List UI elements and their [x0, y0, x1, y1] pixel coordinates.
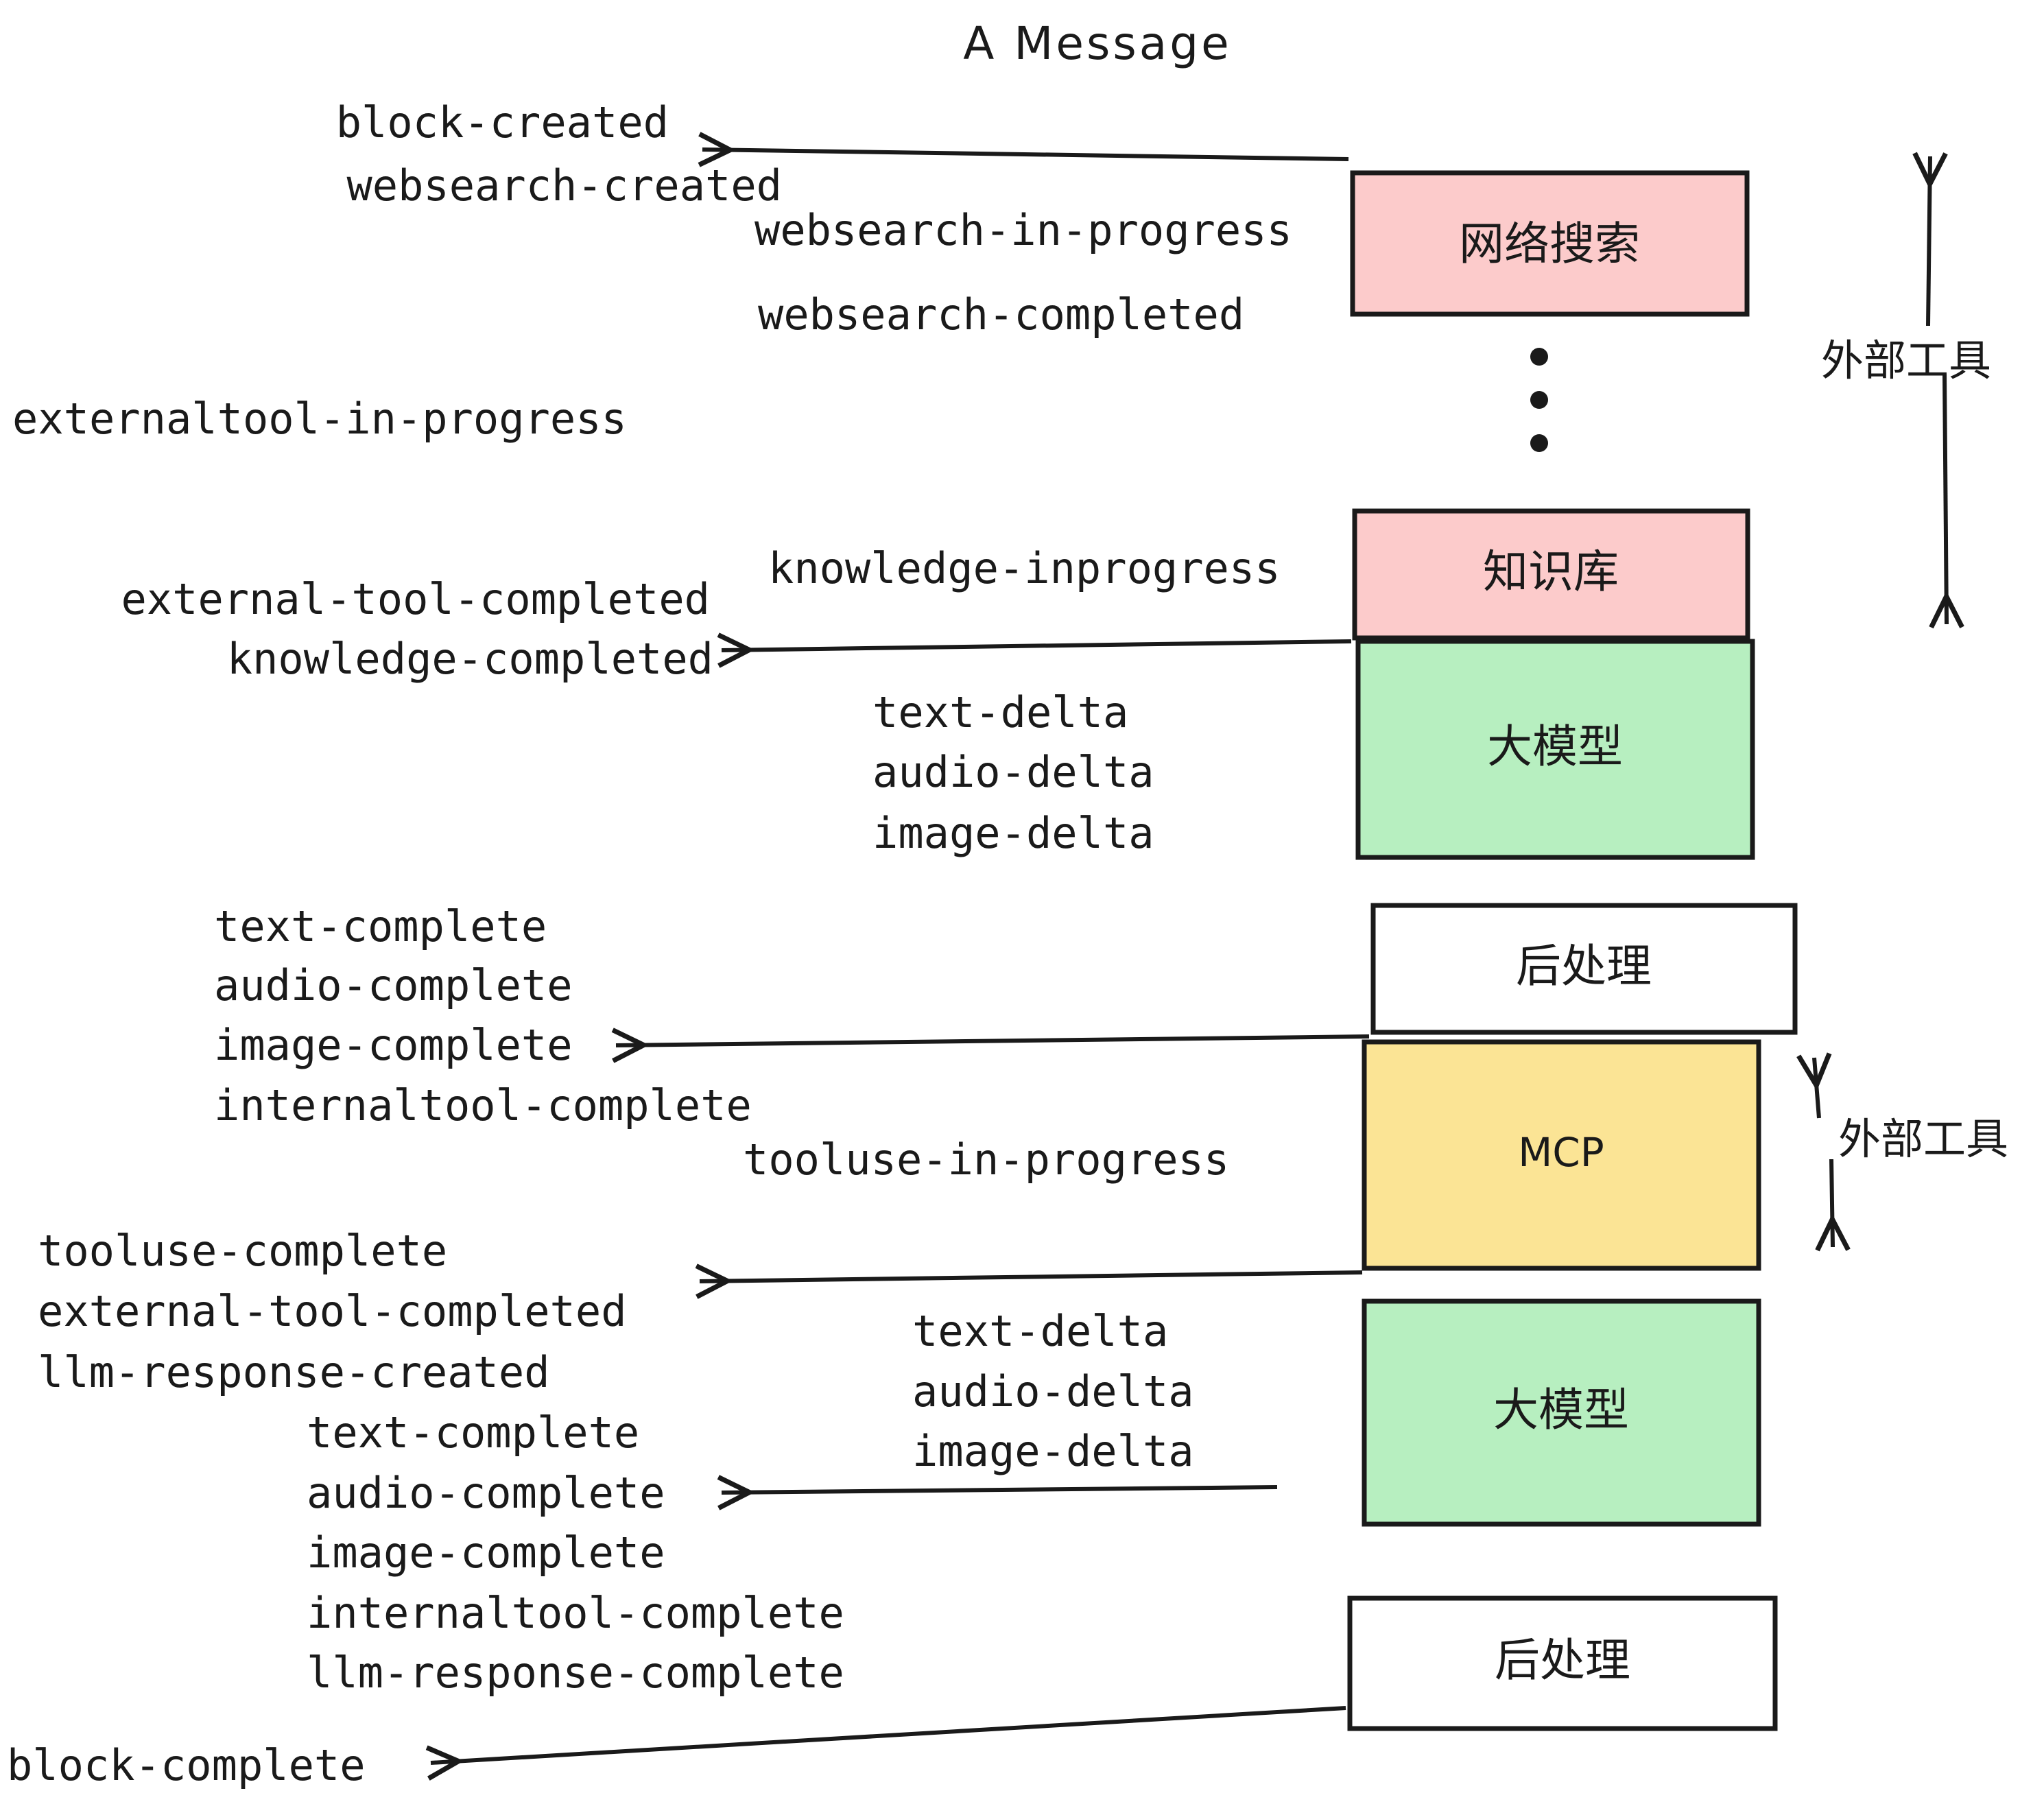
ellipsis-dot: [1530, 348, 1548, 366]
arrow-postprocess1-to-image-complete: [616, 1036, 1370, 1045]
arrow-websearch-to-created: [702, 150, 1349, 159]
event-label: tooluse-complete: [38, 1226, 447, 1276]
event-label: audio-complete: [307, 1468, 665, 1518]
external-tools-up-arrow-bottom: [1814, 1058, 1819, 1119]
event-label: knowledge-inprogress: [768, 543, 1281, 593]
node-label-mcp: MCP: [1518, 1129, 1604, 1176]
event-label: externaltool-in-progress: [12, 394, 627, 444]
event-label: text-delta: [872, 687, 1128, 737]
arrow-llm2-to-audio-complete: [722, 1487, 1278, 1493]
external-tools-up-arrow-top: [1928, 156, 1930, 327]
event-label: websearch-created: [346, 161, 782, 211]
event-label: internaltool-complete: [307, 1588, 844, 1638]
node-label-postprocess-2: 后处理: [1495, 1634, 1630, 1687]
ellipsis-dot: [1530, 434, 1548, 452]
event-label: websearch-completed: [758, 289, 1244, 340]
node-box-llm-2[interactable]: [1362, 1298, 1761, 1527]
event-label: llm-response-created: [38, 1347, 550, 1397]
node-label-llm-1: 大模型: [1487, 720, 1623, 773]
node-box-postprocess-1[interactable]: [1370, 903, 1798, 1035]
event-label: llm-response-complete: [307, 1648, 844, 1698]
node-label-web-search: 网络搜索: [1459, 217, 1640, 270]
node-label-llm-2: 大模型: [1493, 1384, 1629, 1436]
node-box-llm-1[interactable]: [1355, 639, 1755, 860]
node-label-postprocess-1: 后处理: [1516, 940, 1652, 993]
event-label: image-delta: [872, 808, 1154, 858]
arrow-mcp-to-tooluse-complete: [700, 1272, 1363, 1281]
event-label: external-tool-completed: [121, 574, 710, 624]
event-label: audio-delta: [912, 1366, 1194, 1416]
event-label: knowledge-completed: [227, 634, 713, 684]
node-label-knowledge-base: 知识库: [1483, 545, 1619, 598]
event-label: audio-delta: [872, 747, 1154, 797]
node-box-knowledge-base[interactable]: [1352, 508, 1750, 641]
side-label-external-tools-top: 外部工具: [1821, 335, 1991, 385]
external-tools-down-arrow-top: [1945, 373, 1947, 624]
event-label: external-tool-completed: [38, 1286, 627, 1336]
event-label: internaltool-complete: [214, 1080, 752, 1130]
page-title: A Message: [963, 17, 1231, 70]
event-label: block-complete: [7, 1740, 366, 1790]
event-label: image-delta: [912, 1426, 1194, 1476]
event-label: tooluse-in-progress: [743, 1135, 1229, 1185]
node-box-postprocess-2[interactable]: [1347, 1595, 1778, 1731]
event-label: image-complete: [307, 1528, 665, 1578]
event-label: audio-complete: [214, 960, 573, 1010]
side-label-external-tools-bottom: 外部工具: [1838, 1114, 2008, 1164]
event-label: image-complete: [214, 1020, 573, 1070]
event-label: websearch-in-progress: [754, 205, 1292, 255]
node-box-web-search[interactable]: [1350, 170, 1750, 317]
event-label: text-complete: [214, 901, 547, 951]
arrow-knowledge-to-completed: [722, 641, 1352, 650]
arrow-postprocess2-to-block-complete: [431, 1706, 1346, 1763]
event-label: block-created: [336, 97, 669, 147]
event-label: text-complete: [307, 1408, 639, 1458]
node-box-mcp[interactable]: [1362, 1039, 1761, 1271]
event-label: text-delta: [912, 1306, 1168, 1356]
external-tools-down-arrow-bottom: [1831, 1159, 1833, 1247]
ellipsis-dot: [1530, 391, 1548, 409]
